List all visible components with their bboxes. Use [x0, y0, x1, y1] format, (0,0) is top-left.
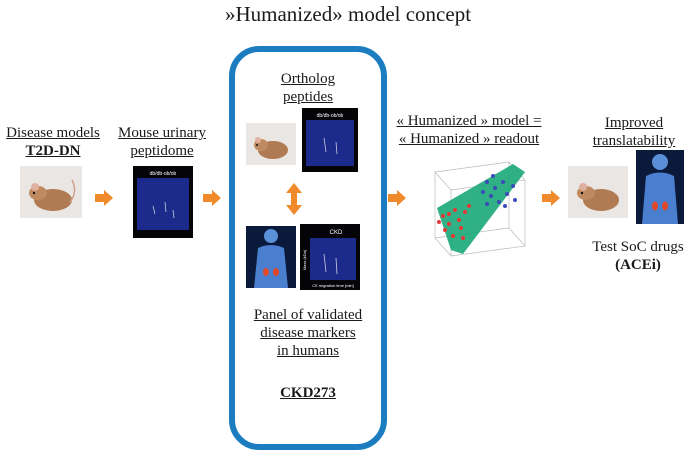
test-soc-line1: Test SoC drugs — [592, 239, 684, 255]
ckd-plot-title: CKD — [330, 230, 343, 236]
human-body-image — [636, 150, 684, 224]
arrow-right-icon — [95, 190, 113, 206]
panel-line2: disease markers — [260, 325, 356, 341]
ortholog-line2: peptides — [283, 89, 333, 105]
ortholog-line1: Ortholog — [280, 71, 336, 87]
test-soc-label: Test SoC drugs (ACEi) — [580, 238, 696, 274]
ckd-plot: CKD CE migration time [min] Mass (kDa) — [300, 224, 360, 290]
mouse-peptidome-plot: db/db-ob/ob — [133, 166, 193, 238]
mouse-peptidome-line1: Mouse urinary — [118, 125, 206, 141]
improved-line1: Improved — [604, 115, 664, 131]
mouse-peptidome-label: Mouse urinary peptidome — [112, 124, 212, 160]
arrow-right-icon — [542, 190, 560, 206]
db-plot-title: db/db-ob/ob — [317, 113, 344, 119]
arrow-right-icon — [388, 190, 406, 206]
panel-line1: Panel of validated — [253, 307, 363, 323]
arrow-right-icon — [203, 190, 221, 206]
disease-models-line2: T2D-DN — [25, 143, 81, 159]
improved-label: Improved translatability — [572, 114, 696, 150]
double-arrow-icon — [286, 183, 302, 215]
separation-plot-3d — [434, 161, 526, 257]
humanized-line2: « Humanized » readout — [398, 131, 540, 147]
humanized-label: « Humanized » model = « Humanized » read… — [384, 112, 554, 148]
mouse-peptidome-line2: peptidome — [130, 143, 194, 159]
mouse-image — [568, 166, 628, 218]
panel-label: Panel of validated disease markers in hu… — [235, 306, 381, 360]
test-soc-line2: (ACEi) — [615, 257, 661, 273]
improved-line2: translatability — [592, 133, 676, 149]
ckd-plot-xlabel: CE migration time [min] — [312, 283, 354, 288]
mouse-image — [20, 166, 82, 218]
diagram-title: »Humanized» model concept — [224, 2, 472, 26]
humanized-line1: « Humanized » model = — [396, 113, 542, 129]
marker-name: CKD273 — [280, 385, 336, 401]
disease-models-label: Disease models T2D-DN — [0, 124, 106, 160]
db-plot-title: db/db-ob/ob — [150, 171, 177, 177]
ortholog-peptide-plot: db/db-ob/ob — [302, 108, 358, 172]
mouse-image — [246, 123, 296, 165]
ortholog-label: Ortholog peptides — [235, 70, 381, 106]
ckd-plot-ylabel: Mass (kDa) — [302, 249, 307, 270]
human-body-image — [246, 226, 296, 288]
panel-line3: in humans — [276, 343, 340, 359]
disease-models-line1: Disease models — [6, 125, 100, 141]
